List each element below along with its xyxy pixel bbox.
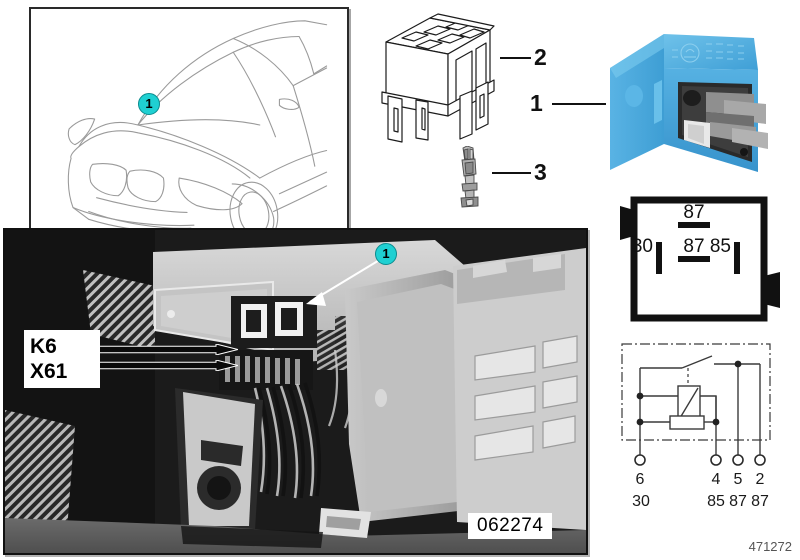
arrow-x61 — [90, 360, 238, 371]
relay-pinout-diagram: 87 87 30 85 — [612, 196, 792, 324]
installation-photo — [3, 228, 588, 555]
svg-text:4: 4 — [712, 471, 721, 488]
callout-leader-line-photo — [300, 240, 400, 320]
part-number-2: 2 — [534, 44, 547, 70]
part-number-3: 3 — [534, 159, 547, 185]
svg-text:2: 2 — [756, 471, 765, 488]
callout-badge-vehicle[interactable]: 1 — [138, 93, 160, 115]
vehicle-location-panel — [29, 7, 349, 240]
svg-text:30: 30 — [632, 236, 653, 257]
callout-badge-photo[interactable]: 1 — [375, 243, 397, 265]
relay-code-label: K6 — [30, 335, 57, 358]
leader-line-part-3 — [492, 172, 531, 174]
document-id: 471272 — [748, 539, 792, 554]
relay-circuit-schematic: 6 4 5 2 30 85 87 87 — [608, 338, 794, 510]
svg-text:85: 85 — [707, 493, 725, 510]
svg-text:87: 87 — [751, 493, 769, 510]
photo-id-plate: 062274 — [468, 513, 553, 539]
svg-text:87: 87 — [683, 236, 704, 257]
svg-text:6: 6 — [636, 471, 645, 488]
relay-socket-icon — [372, 8, 502, 148]
part-number-1: 1 — [530, 90, 543, 116]
blue-relay-icon — [606, 24, 792, 186]
photo-label-k6-x61: K6 X61 — [24, 330, 100, 388]
svg-text:5: 5 — [734, 471, 743, 488]
arrow-k6 — [90, 344, 238, 355]
svg-text:30: 30 — [632, 493, 650, 510]
svg-text:87: 87 — [683, 202, 704, 223]
svg-text:85: 85 — [710, 236, 731, 257]
leader-line-part-2 — [500, 57, 531, 59]
svg-text:87: 87 — [729, 493, 747, 510]
leader-line-part-1 — [552, 103, 606, 105]
connector-code-label: X61 — [30, 360, 68, 383]
terminal-pin-icon — [452, 146, 488, 208]
